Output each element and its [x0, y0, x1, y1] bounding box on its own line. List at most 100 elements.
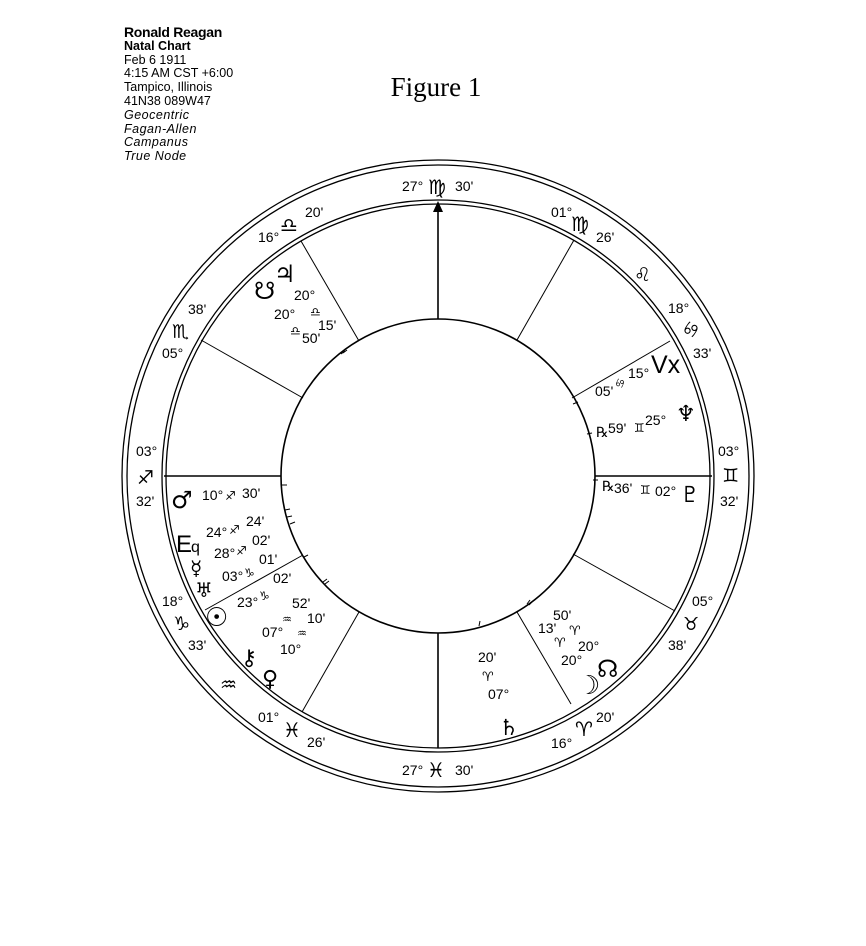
svg-text:18°: 18° [162, 593, 183, 609]
gemini-icon: ♊ [634, 421, 645, 435]
pisces-icon: ♓ [283, 718, 301, 742]
birth-time: 4:15 AM CST +6:00 [124, 66, 234, 81]
svg-text:33': 33' [693, 345, 711, 361]
svg-text:20°: 20° [294, 287, 315, 303]
ayanamsa: Fagan-Allen [124, 121, 197, 136]
planet-sun: ☉ 23° ♑ 02' [205, 570, 291, 633]
birth-place: Tampico, Illinois [124, 80, 213, 95]
cusp-5-line [301, 611, 360, 713]
pisces-icon: ♓ [427, 758, 445, 782]
taurus-icon: ♉ [683, 614, 699, 635]
planet-pluto: ♇ 02° ♊ 36' ℞ [602, 478, 700, 508]
virgo-icon: ♍ [428, 175, 446, 199]
svg-text:07°: 07° [488, 686, 509, 702]
svg-text:13': 13' [538, 620, 556, 636]
mars-icon: ♂ [171, 486, 193, 514]
svg-text:16°: 16° [258, 229, 279, 245]
svg-text:01': 01' [259, 551, 277, 567]
cusp-mc-label: 27° ♍ 30' [402, 175, 473, 199]
svg-text:20': 20' [596, 709, 614, 725]
libra-icon: ♎ [280, 213, 298, 237]
svg-text:27°: 27° [402, 762, 423, 778]
gemini-icon: ♊ [722, 465, 739, 487]
svg-text:05°: 05° [162, 345, 183, 361]
svg-text:27°: 27° [402, 178, 423, 194]
outer-ring-1 [121, 159, 755, 793]
svg-text:16°: 16° [551, 735, 572, 751]
svg-text:32': 32' [720, 493, 738, 509]
svg-text:23°: 23° [237, 594, 258, 610]
svg-text:02°: 02° [655, 483, 676, 499]
capricorn-icon: ♑ [259, 589, 270, 603]
chart-type: Natal Chart [124, 38, 191, 53]
sagittarius-icon: ♐ [137, 467, 154, 489]
planet-mercury: ☿ 28° ♐ 02' [190, 532, 270, 580]
cusp-2-label: 05° ♉ 38' [668, 593, 713, 653]
north-node-icon: ☊ [597, 655, 618, 683]
equatorial-ascendant-icon: E [176, 531, 192, 558]
planet-venus: ♀ 10° ♒ 10' [262, 610, 325, 692]
svg-text:50': 50' [553, 607, 571, 623]
retrograde-icon: ℞ [596, 424, 609, 440]
aquarius-icon: ♒ [297, 627, 307, 640]
birth-date: Feb 6 1911 [124, 52, 187, 67]
south-node-icon: ☋ [254, 277, 275, 305]
jupiter-icon: ♃ [274, 260, 296, 288]
capricorn-icon: ♑ [173, 613, 190, 635]
svg-text:25°: 25° [645, 412, 666, 428]
planet-moon: ☽ 13' ♈ 20° [538, 620, 600, 701]
cusp-11-label: 01° ♍ 26' [551, 204, 614, 245]
cusp-6-label: 18° ♑ 33' [162, 593, 206, 653]
gemini-icon: ♊ [640, 483, 651, 497]
svg-text:20°: 20° [561, 652, 582, 668]
svg-text:38': 38' [188, 301, 206, 317]
cusp-8-line [200, 339, 304, 399]
sagittarius-icon: ♐ [236, 544, 247, 558]
planet-neptune: ♆ 25° ♊ 59' ℞ [596, 402, 696, 440]
cusp-ic-label: 27° ♓ 30' [402, 758, 473, 782]
mercury-icon: ☿ [190, 556, 202, 580]
cusp-8-label: 38' ♏ 05° [162, 301, 206, 361]
svg-text:26': 26' [596, 229, 614, 245]
sagittarius-icon: ♐ [225, 489, 236, 503]
svg-text:10': 10' [307, 610, 325, 626]
aquarius-icon: ♒ [282, 613, 292, 626]
svg-text:15': 15' [318, 317, 336, 333]
aries-icon: ♈ [569, 624, 581, 639]
outer-ring-2 [126, 164, 750, 788]
pluto-icon: ♇ [680, 483, 700, 508]
svg-text:33': 33' [188, 637, 206, 653]
svg-text:26': 26' [307, 734, 325, 750]
aries-icon: ♈ [482, 670, 494, 685]
svg-text:02': 02' [252, 532, 270, 548]
chart-info-block: Ronald Reagan Natal Chart Feb 6 1911 4:1… [124, 25, 234, 164]
house-system: Campanus [124, 135, 189, 150]
svg-text:07°: 07° [262, 624, 283, 640]
perspective: Geocentric [124, 107, 190, 122]
svg-text:03°: 03° [718, 443, 739, 459]
planet-saturn: ♄ 20' ♈ 07° [478, 649, 519, 741]
vertex-icon: Vx [651, 351, 681, 379]
libra-icon: ♎ [290, 324, 301, 338]
svg-text:24': 24' [246, 513, 264, 529]
capricorn-icon: ♑ [244, 566, 255, 580]
svg-text:52': 52' [292, 595, 310, 611]
leo-icon: ♌ [634, 264, 651, 286]
planet-chiron: ⚷ 07° ♒ 52' [241, 595, 310, 671]
svg-text:32': 32' [136, 493, 154, 509]
svg-text:28°: 28° [214, 545, 235, 561]
cusp-6-line [204, 554, 304, 611]
svg-text:59': 59' [608, 420, 626, 436]
cusp-12-line [571, 340, 671, 399]
svg-text:36': 36' [614, 480, 632, 496]
svg-text:30': 30' [455, 762, 473, 778]
uranus-icon: ♅ [195, 578, 213, 602]
svg-text:03°: 03° [222, 568, 243, 584]
chiron-icon: ⚷ [241, 646, 257, 671]
svg-text:01°: 01° [258, 709, 279, 725]
scorpio-icon: ♏ [172, 321, 189, 343]
venus-icon: ♀ [262, 667, 278, 692]
planet-mars: ♂ 10° ♐ 30' [171, 485, 260, 514]
planet-uranus: ♅ 03° ♑ 01' [195, 551, 277, 602]
planet-south-node: ☋ 20° ♎ 50' [254, 277, 320, 346]
